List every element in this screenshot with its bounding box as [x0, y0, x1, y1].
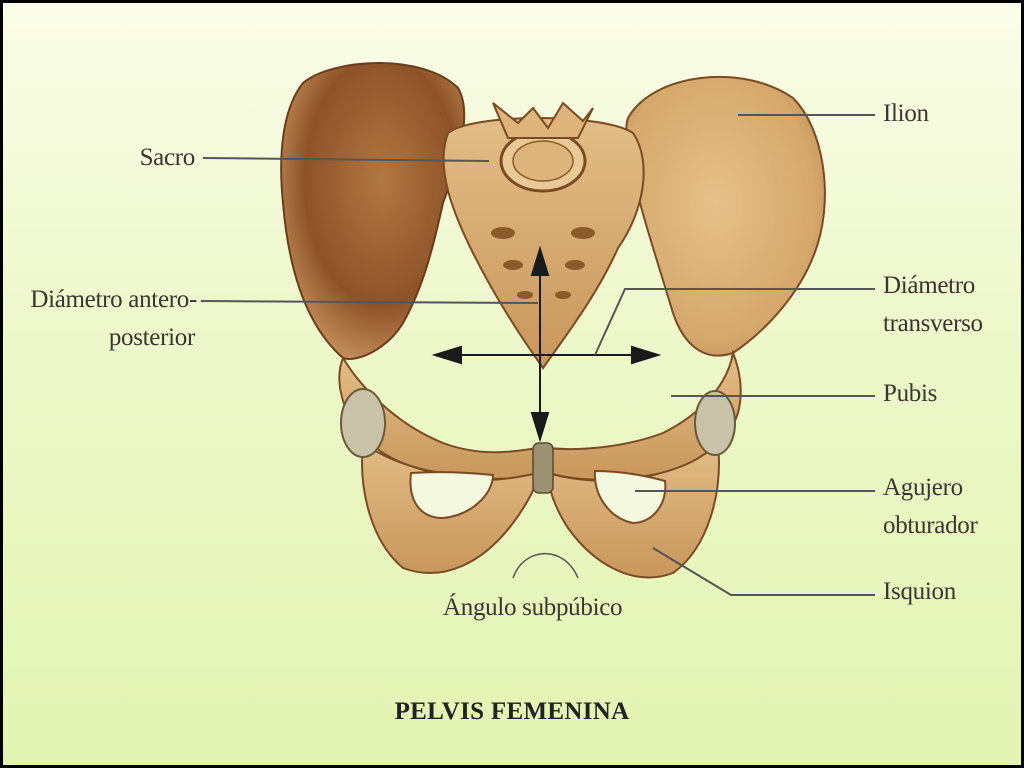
label-agujero-line1: Agujero [883, 474, 963, 501]
label-diametro-ap-line2: posterior [108, 324, 195, 351]
page-title: PELVIS FEMENINA [394, 698, 630, 725]
label-diametro-transverso-line2: transverso [883, 310, 983, 337]
left-obturator-foramen [409, 471, 495, 520]
label-isquion: Isquion [883, 578, 956, 605]
label-agujero-line2: obturador [883, 512, 978, 539]
right-obturator-foramen [593, 469, 667, 525]
leader-lines [200, 114, 875, 596]
right-ilium [625, 75, 826, 357]
subpubic-angle-arc [512, 552, 579, 579]
label-diametro-transverso-line1: Diámetro [883, 272, 976, 299]
anteroposterior-diameter-arrow [530, 245, 550, 443]
label-sacro: Sacro [139, 144, 196, 171]
slide: Sacro Diámetro antero- posterior Ilion D… [3, 3, 1021, 765]
sacrum [442, 117, 645, 370]
label-diametro-ap-line1: Diámetro antero- [30, 286, 197, 313]
transverse-diameter-arrow [431, 345, 662, 365]
pelvis-illustration [200, 62, 875, 596]
left-ilium [280, 62, 466, 360]
label-angulo-subpubico: Ángulo subpúbico [443, 594, 623, 621]
label-pubis: Pubis [883, 380, 938, 407]
label-ilion: Ilion [883, 100, 929, 127]
